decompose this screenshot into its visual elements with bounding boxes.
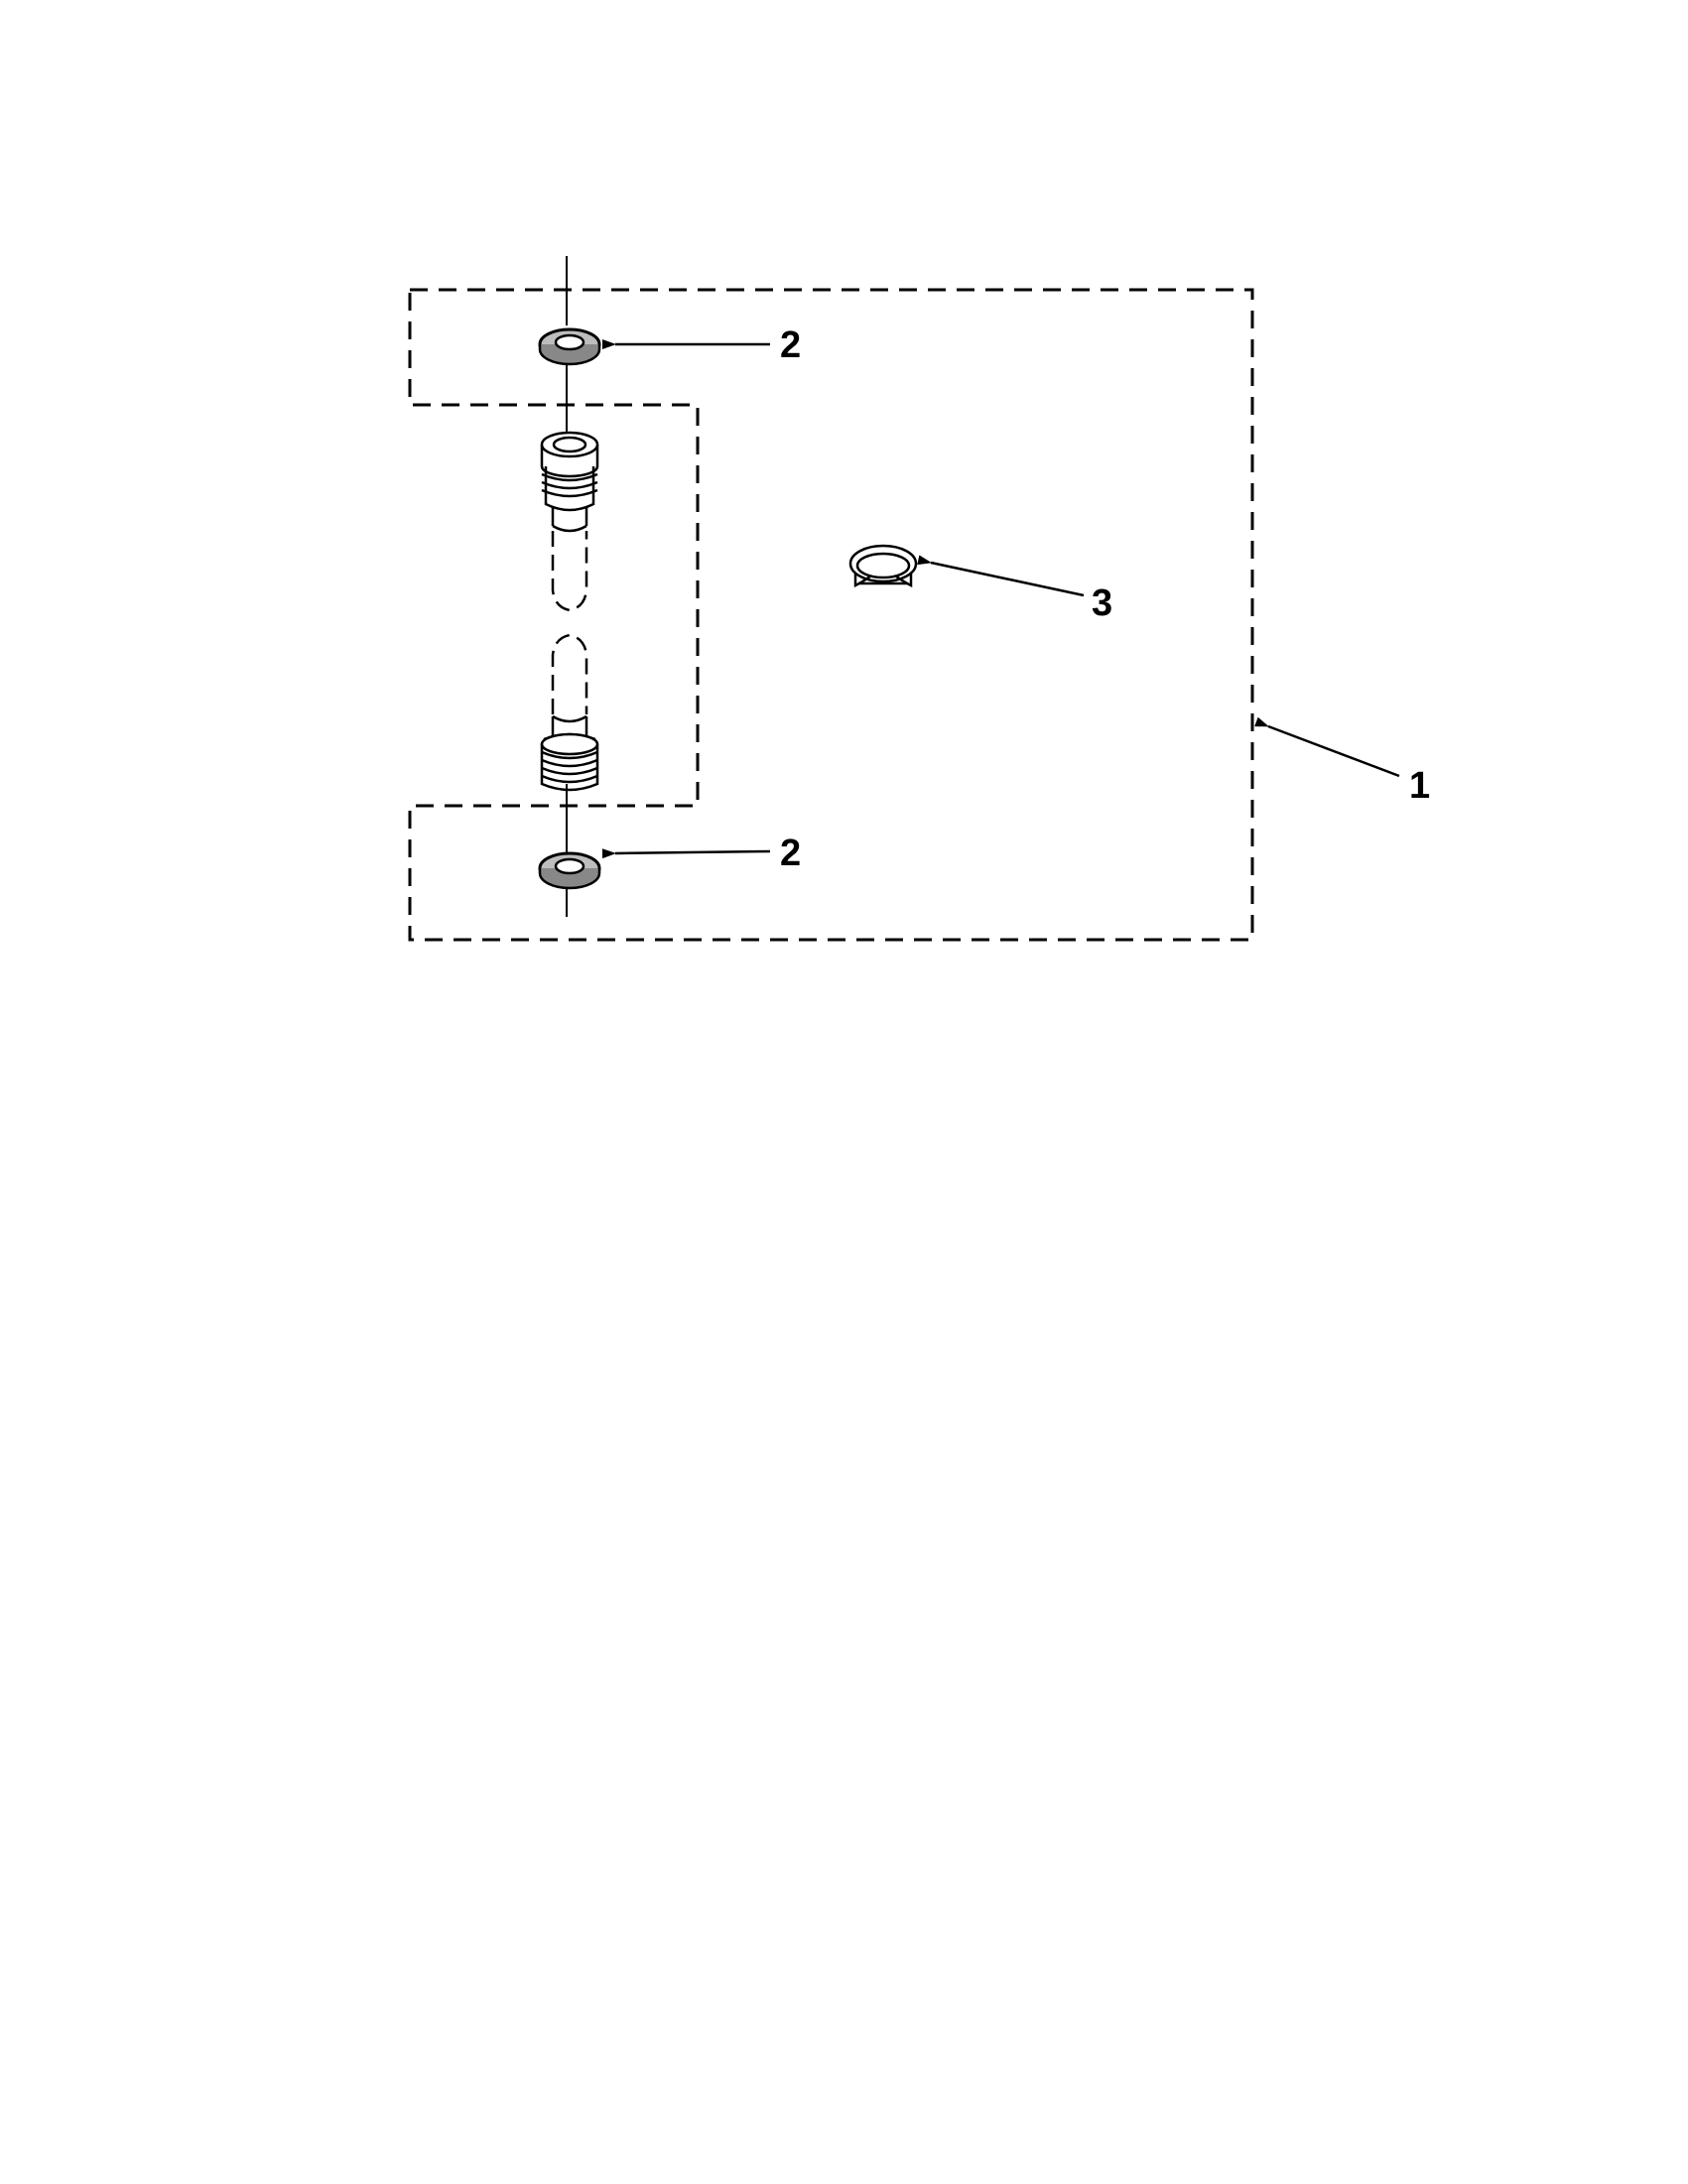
callout-3: 3	[1092, 582, 1112, 624]
leader-arrow-2-bottom	[601, 848, 771, 859]
callout-1: 1	[1409, 765, 1430, 807]
hose-lower-fitting	[540, 633, 599, 792]
washer-top	[538, 327, 601, 366]
hose-clamp	[848, 544, 918, 588]
callout-2-top: 2	[780, 324, 801, 366]
kit-boundary-dashed	[408, 288, 1254, 942]
hose-upper-fitting	[540, 431, 599, 612]
callout-2-bottom: 2	[780, 833, 801, 874]
leader-arrow-3	[917, 555, 1085, 597]
washer-bottom	[538, 851, 601, 890]
leader-arrow-1	[1254, 716, 1400, 778]
